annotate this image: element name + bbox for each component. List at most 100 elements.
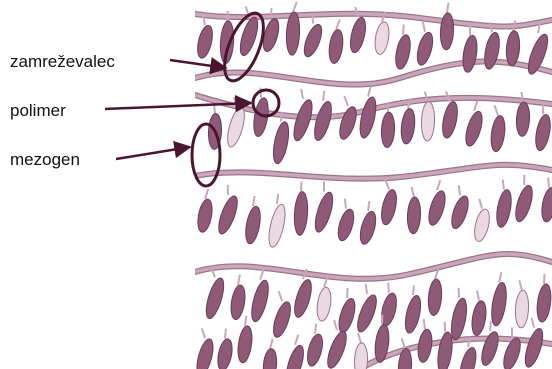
spacer-link xyxy=(368,201,369,211)
mesogen-unit xyxy=(270,300,294,339)
mesogen-unit xyxy=(196,198,215,233)
spacer-link xyxy=(388,283,389,293)
mesogen-unit xyxy=(426,189,449,227)
spacer-link xyxy=(358,333,361,343)
spacer-link xyxy=(312,13,313,23)
polymer-chain xyxy=(195,254,552,279)
mesogen-label: mezogen xyxy=(10,150,80,169)
mesogen-unit xyxy=(335,207,357,242)
spacer-link xyxy=(245,316,246,326)
mesogen-unit xyxy=(290,98,316,143)
spacer-link xyxy=(490,321,491,331)
spacer-link xyxy=(519,280,522,290)
spacer-link xyxy=(403,25,404,35)
spacer-link xyxy=(495,105,498,115)
spacer-link xyxy=(544,274,545,284)
crosslinker-unit xyxy=(514,290,529,328)
polymer-label: polimer xyxy=(10,101,66,120)
mesogen-unit xyxy=(357,96,379,140)
mesogen-unit xyxy=(236,325,254,364)
mesogen-unit xyxy=(533,113,552,151)
crosslinker-unit xyxy=(266,203,288,249)
spacer-link xyxy=(503,179,504,189)
crosslinker-unit xyxy=(315,286,333,321)
crosslinker-label: zamreževalec xyxy=(10,52,115,71)
spacer-link xyxy=(479,199,482,209)
mesogen-unit xyxy=(515,102,530,137)
crosslinker-unit xyxy=(373,21,391,56)
mesogen-unit xyxy=(381,112,396,148)
spacer-link xyxy=(225,329,226,339)
spacer-link xyxy=(253,196,255,206)
mesogen-unit xyxy=(494,189,513,229)
mesogen-unit xyxy=(327,29,344,64)
spacer-link xyxy=(459,185,460,195)
spacer-link xyxy=(548,177,549,187)
spacer-link xyxy=(315,324,316,334)
mesogen-unit xyxy=(478,330,501,367)
spacer-link xyxy=(270,339,273,349)
spacer-link xyxy=(205,189,208,199)
crosslinker-arrow xyxy=(170,60,226,68)
mesogen-unit xyxy=(203,276,228,320)
spacer-link xyxy=(411,187,414,197)
spacer-link xyxy=(301,89,303,99)
mesogen-unit xyxy=(440,100,460,139)
mesogen-unit xyxy=(354,293,380,334)
spacer-link xyxy=(474,101,477,111)
mesogen-unit xyxy=(461,34,479,73)
spacer-link xyxy=(202,328,205,338)
mesogen-unit xyxy=(311,100,335,142)
spacer-link xyxy=(437,180,440,190)
mesogen-unit xyxy=(301,22,325,59)
mesogen-unit xyxy=(324,329,350,369)
mesogen-unit xyxy=(416,328,434,363)
mesogen-unit xyxy=(449,297,470,341)
mesogen-unit xyxy=(195,24,215,59)
spacer-link xyxy=(424,319,425,329)
spacer-link xyxy=(477,291,479,301)
spacer-link xyxy=(295,335,298,345)
mesogen-unit xyxy=(427,279,443,316)
mesogen-unit xyxy=(436,331,455,369)
spacer-link xyxy=(334,320,337,330)
spacer-link xyxy=(423,22,425,32)
mesogen-unit xyxy=(393,34,413,71)
mesogen-unit xyxy=(463,110,486,148)
spacer-link xyxy=(513,21,515,31)
mesogen-unit xyxy=(448,194,471,231)
spacer-link xyxy=(227,11,228,21)
spacer-link xyxy=(344,96,348,106)
mesogen-unit xyxy=(348,16,369,54)
mesogen-unit xyxy=(399,108,416,145)
spacer-link xyxy=(279,291,282,301)
mesogen-unit xyxy=(229,284,247,320)
spacer-link xyxy=(336,19,340,29)
spacer-link xyxy=(413,285,414,295)
mesogen-unit xyxy=(291,278,315,319)
mesogen-unit xyxy=(512,184,535,224)
spacer-link xyxy=(277,194,278,204)
crosslinker-unit xyxy=(421,101,435,141)
mesogen-unit xyxy=(243,205,263,245)
spacer-link xyxy=(293,2,297,12)
crosslinker-unit xyxy=(224,106,248,149)
spacer-link xyxy=(402,338,405,348)
mesogen-unit xyxy=(540,187,552,223)
polymer-network xyxy=(194,2,552,369)
mesogen-unit xyxy=(505,30,521,66)
mesogen-unit xyxy=(194,337,216,369)
spacer-link xyxy=(532,318,534,328)
mesogen-unit xyxy=(216,338,235,369)
mesogen-unit xyxy=(489,115,507,153)
spacer-link xyxy=(447,3,448,13)
mesogen-unit xyxy=(522,327,547,369)
mesogen-unit xyxy=(357,210,378,246)
spacer-link xyxy=(281,112,282,122)
mesogen-unit xyxy=(407,197,422,234)
mesogen-unit xyxy=(219,21,235,64)
mesogen-unit xyxy=(262,348,278,369)
mesogen-unit xyxy=(215,194,241,236)
crosslinker-unit xyxy=(354,343,368,369)
